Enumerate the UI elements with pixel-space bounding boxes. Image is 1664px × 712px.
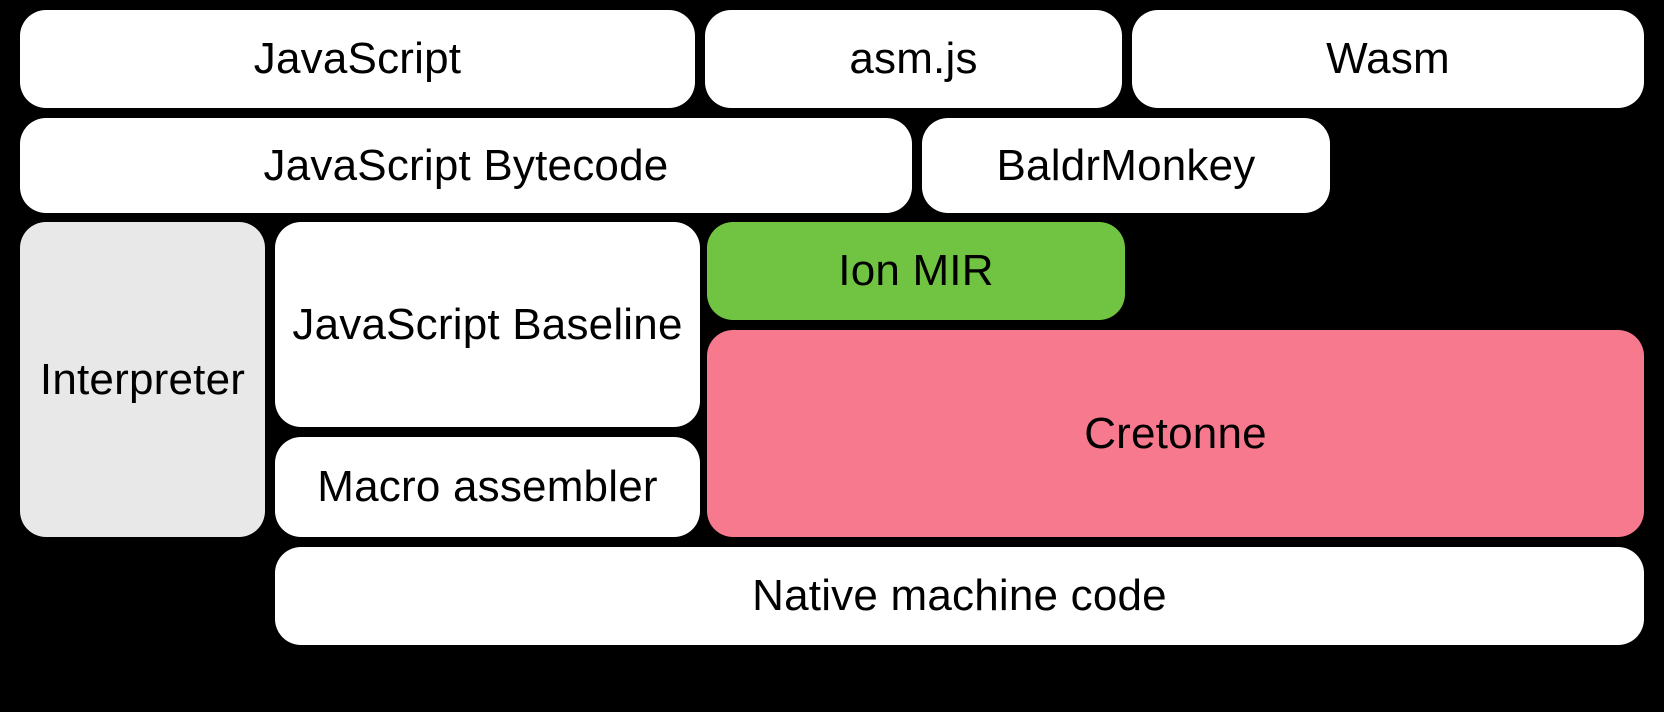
box-wasm: Wasm [1132,10,1644,108]
box-interpreter: Interpreter [20,222,265,537]
box-cretonne: Cretonne [707,330,1644,537]
box-macro-assembler: Macro assembler [275,437,700,537]
box-asmjs: asm.js [705,10,1122,108]
box-native-machine-code: Native machine code [275,547,1644,645]
box-javascript-baseline: JavaScript Baseline [275,222,700,427]
box-ion-mir: Ion MIR [707,222,1125,320]
box-javascript-bytecode: JavaScript Bytecode [20,118,912,213]
box-javascript: JavaScript [20,10,695,108]
box-baldrmonkey: BaldrMonkey [922,118,1330,213]
